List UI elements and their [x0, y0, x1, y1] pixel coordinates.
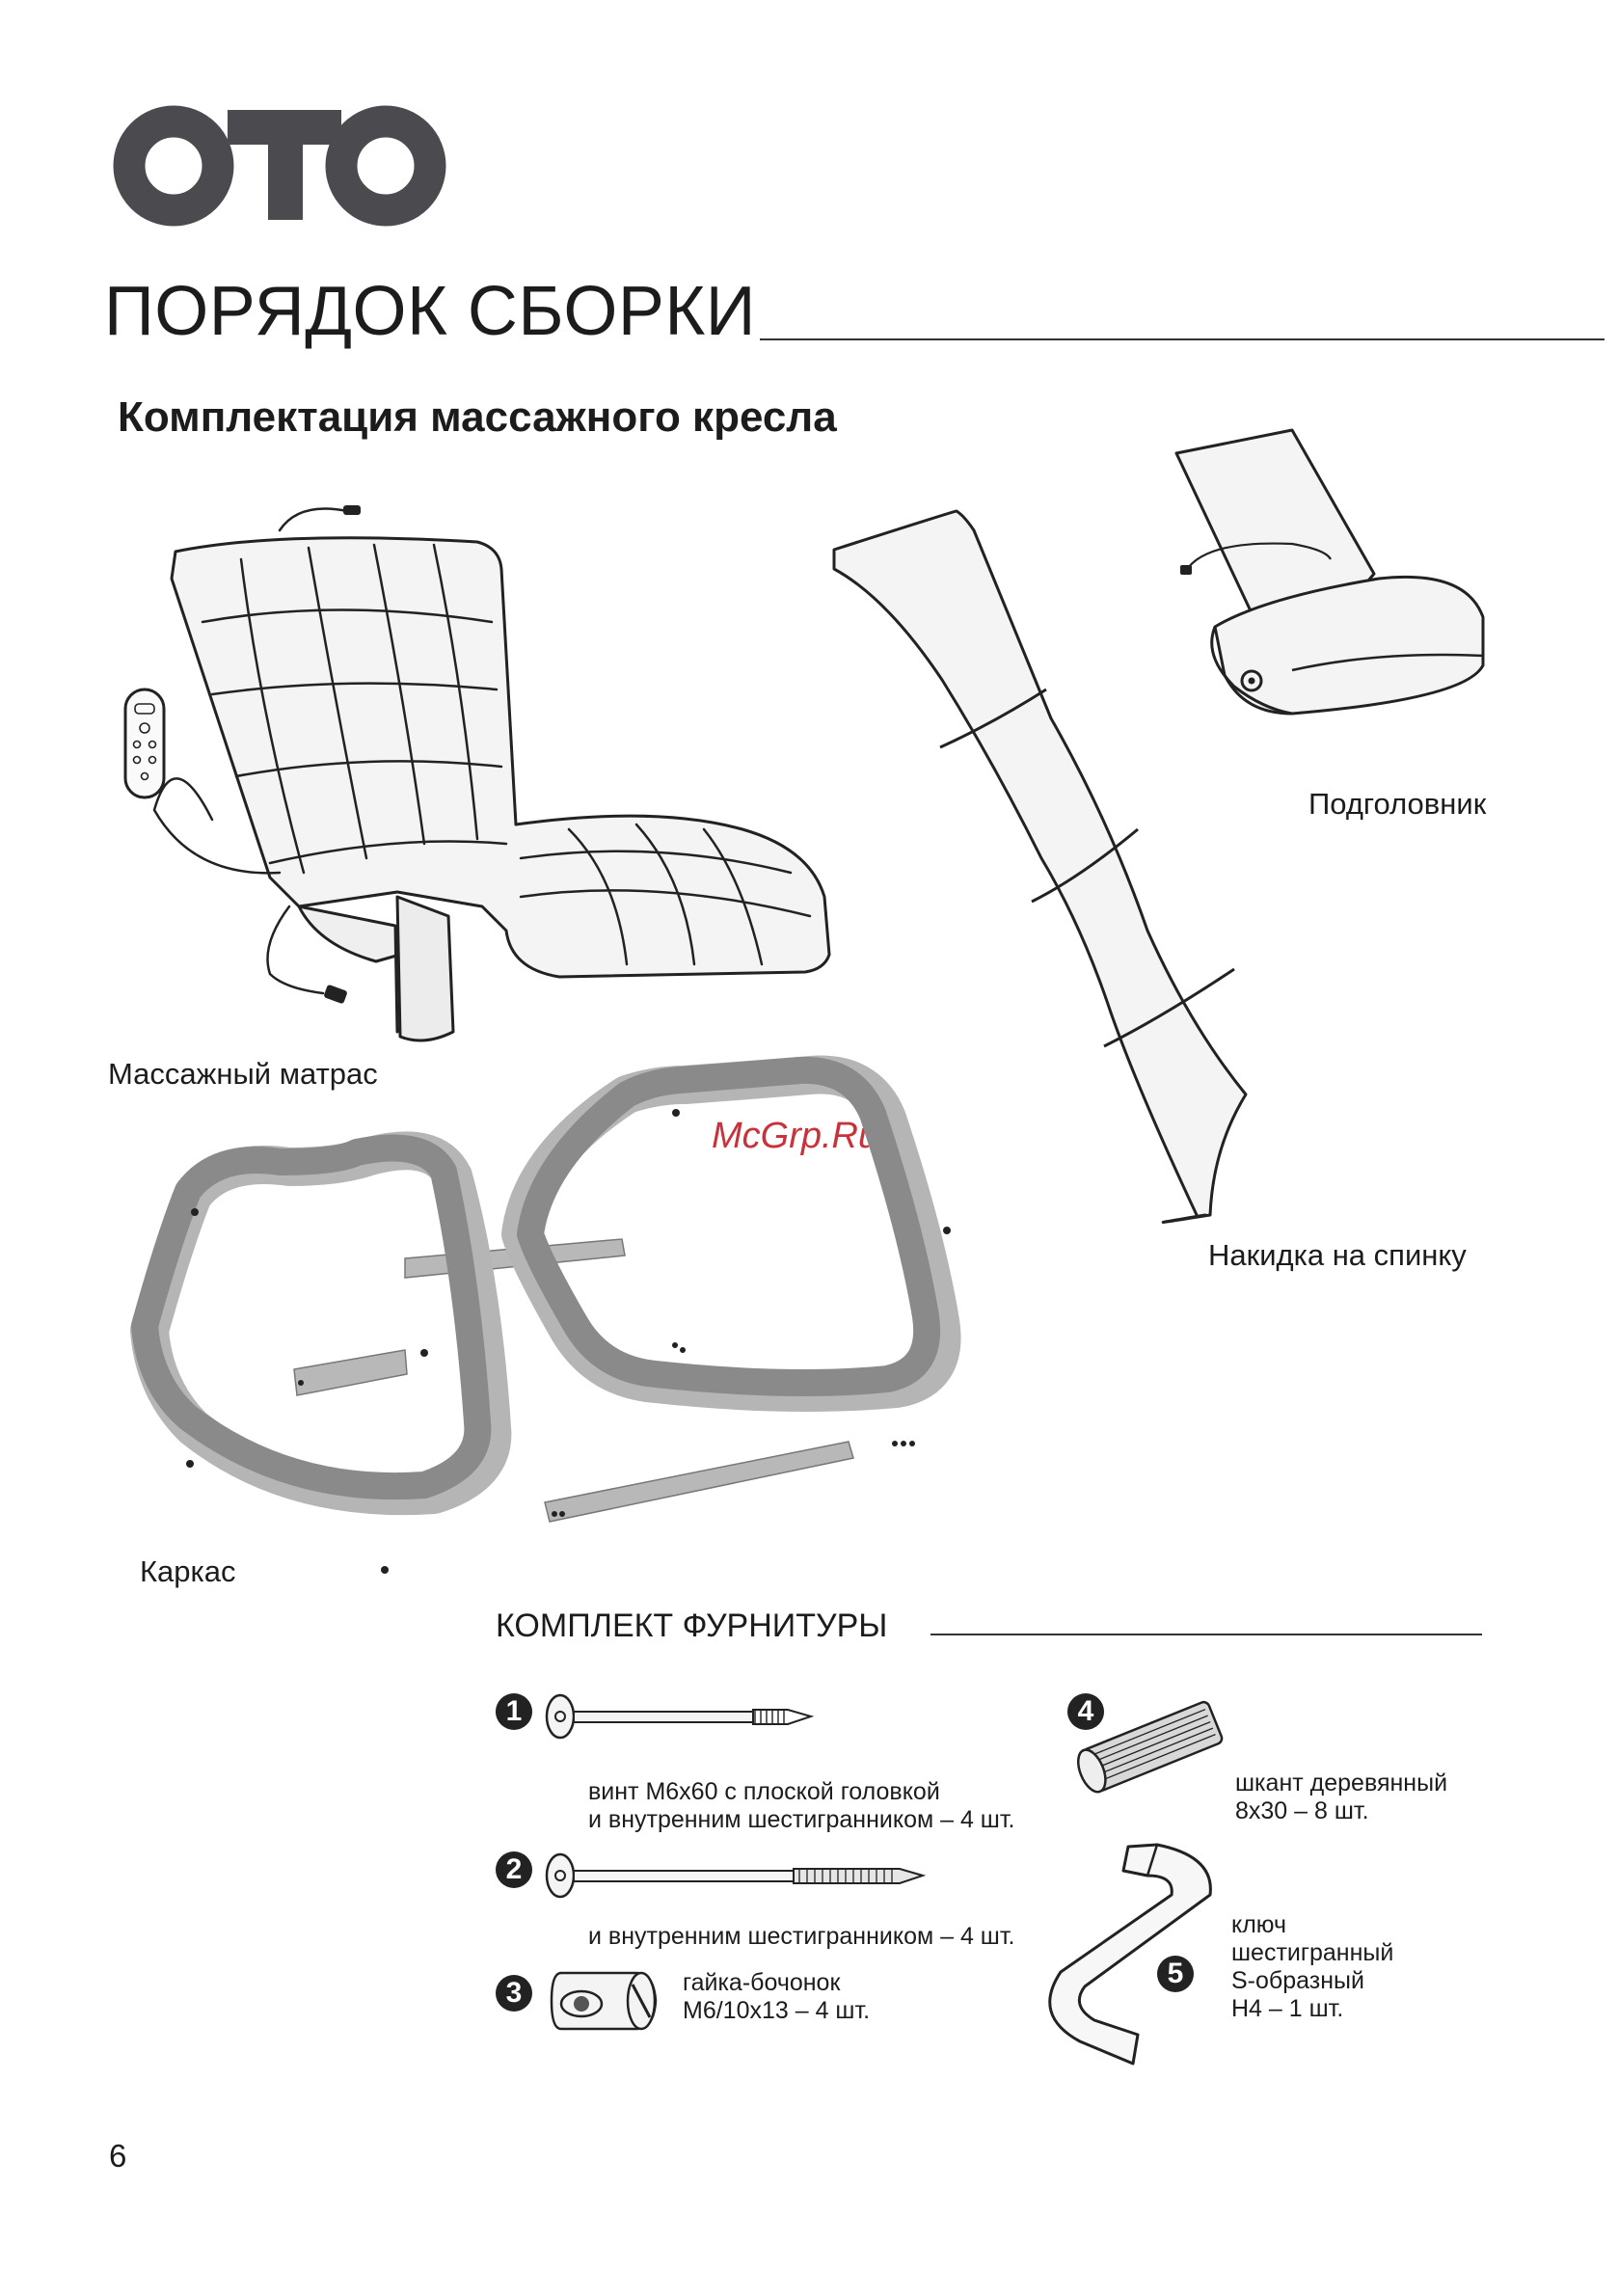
- title-divider: [760, 338, 1605, 340]
- hardware-item-5-line2: шестигранный: [1231, 1939, 1394, 1966]
- hardware-item-3-line1: гайка-бочонок: [683, 1969, 841, 1996]
- massage-mattress-illustration: [123, 505, 831, 1042]
- hardware-item-4-line1: шкант деревянный: [1235, 1769, 1448, 1796]
- screw-long-icon: [545, 1852, 927, 1899]
- hardware-item-2-line2: и внутренним шестигранником – 4 шт.: [588, 1923, 1015, 1950]
- watermark: McGrp.Ru: [712, 1116, 879, 1156]
- hardware-item-5-line4: Н4 – 1 шт.: [1231, 1995, 1344, 2022]
- hardware-item-5-line3: S-образный: [1231, 1967, 1364, 1994]
- hardware-item-3-line2: М6/10х13 – 4 шт.: [683, 1997, 871, 2024]
- barrel-nut-icon: [550, 1971, 658, 2031]
- hardware-badge-4: 4: [1067, 1693, 1104, 1730]
- hardware-item-5-line1: ключ: [1231, 1911, 1287, 1938]
- label-back-cover: Накидка на спинку: [1208, 1238, 1467, 1272]
- label-headrest: Подголовник: [1308, 787, 1487, 821]
- brand-logo: [113, 105, 446, 227]
- back-cover-illustration: [832, 509, 1248, 1224]
- hardware-item-1-line1: винт М6х60 с плоской головкой: [588, 1778, 940, 1805]
- hardware-badge-5: 5: [1157, 1956, 1194, 1992]
- page-number: 6: [109, 2138, 127, 2174]
- hardware-item-1-line2: и внутренним шестигранником – 4 шт.: [588, 1806, 1015, 1833]
- label-massage-mattress: Массажный матрас: [108, 1057, 378, 1091]
- hardware-badge-1: 1: [496, 1693, 532, 1730]
- screw-m6x60-icon: [545, 1693, 815, 1740]
- wooden-dowel-icon: [1077, 1700, 1224, 1794]
- hardware-badge-3: 3: [496, 1975, 532, 2012]
- hardware-badge-2: 2: [496, 1851, 532, 1888]
- hardware-divider: [930, 1634, 1482, 1635]
- hex-key-icon: [1048, 1843, 1212, 2066]
- hardware-section-title: КОМПЛЕКТ ФУРНИТУРЫ: [496, 1607, 888, 1644]
- hardware-item-4-line2: 8х30 – 8 шт.: [1235, 1797, 1369, 1824]
- section-subtitle: Комплектация массажного кресла: [118, 393, 837, 441]
- page-title: ПОРЯДОК СБОРКИ: [104, 273, 757, 350]
- headrest-illustration: [1174, 428, 1485, 716]
- frame-illustration: [130, 1055, 961, 1574]
- label-frame: Каркас: [140, 1554, 236, 1588]
